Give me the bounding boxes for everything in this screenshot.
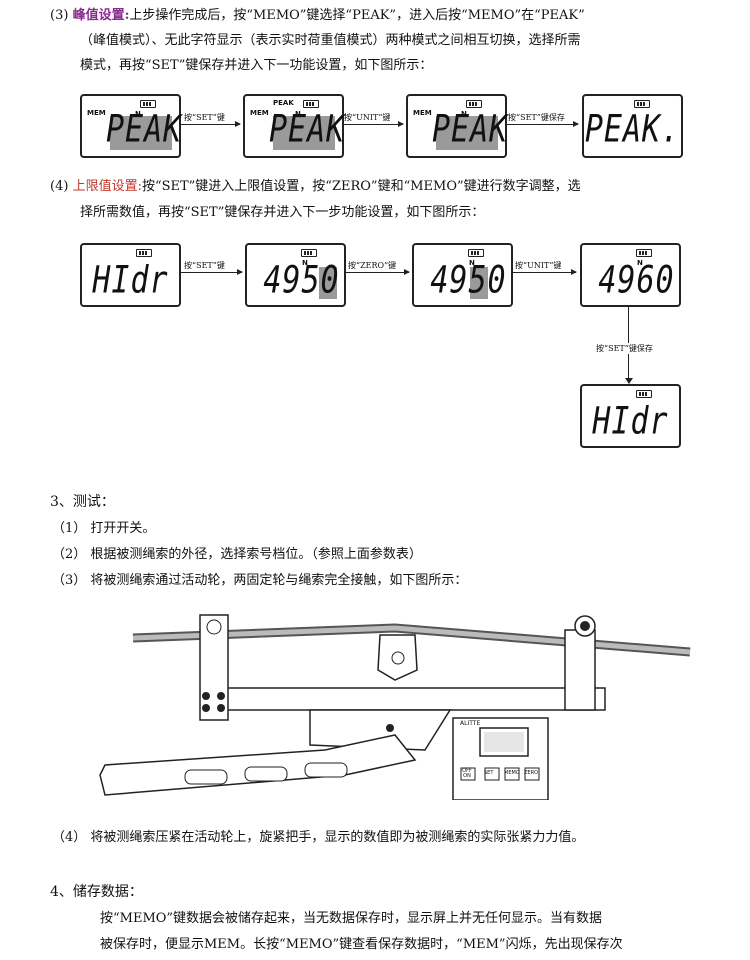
upper-lcd-1: HIdr bbox=[80, 243, 181, 307]
unit-indicator: N bbox=[469, 259, 475, 267]
device-brand: ALITTE bbox=[460, 720, 481, 727]
peak-line2: （峰值模式）、无此字符显示（表示实时荷重值模式）两种模式之间相互切换，选择所需 bbox=[80, 33, 581, 48]
upper-lcd-2: N 4950 bbox=[245, 243, 346, 307]
item-text: 根据被测绳索的外径，选择索号档位。（参照上面参数表） bbox=[90, 547, 422, 562]
unit-indicator: N bbox=[637, 259, 643, 267]
lcd-value: PEAK bbox=[106, 107, 183, 152]
upper-line1: 按“SET”键进入上限值设置，按“ZERO”键和“MEMO”键进行数字调整，选 bbox=[141, 179, 581, 194]
test-heading: 3、测试： bbox=[50, 494, 115, 510]
arrow-3 bbox=[506, 121, 579, 127]
left-wheel bbox=[206, 619, 222, 635]
upper-number: (4) bbox=[50, 179, 69, 194]
storage-heading: 4、储存数据： bbox=[50, 884, 143, 900]
item-number: （2） bbox=[52, 547, 87, 562]
arrow-label-3: 按“SET”键保存 bbox=[508, 113, 565, 122]
arrow-label-5: 按“ZERO”键 bbox=[348, 261, 397, 270]
zero-button bbox=[524, 767, 540, 781]
item-text: 将被测绳索压紧在活动轮上，旋紧把手，显示的数值即为被测绳索的实际张紧力力值。 bbox=[90, 830, 585, 845]
item-text: 将被测绳索通过活动轮，两固定轮与绳索完全接触，如下图所示： bbox=[90, 573, 468, 588]
peak-paragraph: (3) 峰值设置:上步操作完成后，按“MEMO”键选择“PEAK”，进入后按“M… bbox=[50, 4, 585, 28]
battery-icon bbox=[634, 100, 650, 108]
peak-line1: 上步操作完成后，按“MEMO”键选择“PEAK”，进入后按“MEMO”在“PEA… bbox=[129, 8, 585, 23]
set-button-label: SET bbox=[484, 770, 494, 776]
upper-line2: 择所需数值，再按“SET”键保存并进入下一步功能设置，如下图所示： bbox=[80, 205, 485, 220]
battery-icon bbox=[301, 249, 317, 257]
battery-icon bbox=[468, 249, 484, 257]
arrow-down-head bbox=[624, 378, 633, 384]
battery-icon bbox=[136, 249, 152, 257]
peak-title: 峰值设置: bbox=[72, 8, 130, 23]
memo-button-label: MEMO bbox=[504, 770, 520, 776]
peak-lcd-2: MEM PEAK N PEAK bbox=[243, 94, 344, 158]
upper-lcd-4: N 4960 bbox=[580, 243, 681, 307]
arrow-label-2: 按“UNIT”键 bbox=[344, 113, 391, 122]
handle bbox=[99, 734, 417, 796]
peak-lcd-1: MEM N PEAK bbox=[80, 94, 181, 158]
arrow-6 bbox=[512, 269, 577, 275]
power-button bbox=[460, 767, 476, 781]
lcd-value: 4960 bbox=[598, 258, 675, 303]
test-item-1: （1） 打开开关。 bbox=[52, 517, 155, 541]
tension-meter-illustration bbox=[99, 614, 691, 800]
lcd-value: PEAK bbox=[269, 107, 346, 152]
battery-icon bbox=[303, 100, 319, 108]
lcd-value: HIdr bbox=[592, 399, 669, 444]
upper-lcd-5: HIdr bbox=[580, 384, 681, 448]
peak-indicator: PEAK bbox=[273, 99, 294, 107]
lcd-value: PEAK. bbox=[584, 107, 681, 152]
right-post bbox=[564, 629, 596, 711]
arrow-label-1: 按“SET”键 bbox=[184, 113, 225, 122]
test-item-3: （3） 将被测绳索通过活动轮，两固定轮与绳索完全接触，如下图所示： bbox=[52, 569, 467, 593]
mem-indicator: MEM bbox=[250, 109, 269, 117]
storage-line1: 按“MEMO”键数据会被储存起来，当无数据保存时，显示屏上并无任何显示。当有数据 bbox=[100, 911, 603, 926]
battery-icon bbox=[636, 249, 652, 257]
arrow-label-4: 按“SET”键 bbox=[184, 261, 225, 270]
item-number: （4） bbox=[52, 830, 87, 845]
peak-line3: 模式，再按“SET”键保存并进入下一功能设置，如下图所示： bbox=[80, 58, 433, 73]
power-button-label: OFF ON bbox=[462, 768, 472, 779]
arrow-5 bbox=[345, 269, 410, 275]
lcd-value: 4950 bbox=[263, 258, 340, 303]
test-item-4: （4） 将被测绳索压紧在活动轮上，旋紧把手，显示的数值即为被测绳索的实际张紧力力… bbox=[52, 826, 584, 850]
lcd-value: 4950 bbox=[430, 258, 507, 303]
arrow-label-7: 按“SET”键保存 bbox=[596, 343, 653, 354]
zero-button-label: ZERO bbox=[524, 770, 538, 776]
peak-number: (3) bbox=[50, 8, 69, 23]
peak-lcd-3: MEM N PEAK bbox=[406, 94, 507, 158]
item-number: （1） bbox=[52, 521, 87, 536]
arrow-1 bbox=[180, 121, 241, 127]
unit-indicator: N bbox=[461, 110, 467, 118]
set-button bbox=[484, 767, 500, 781]
arrow-2 bbox=[343, 121, 404, 127]
battery-icon bbox=[140, 100, 156, 108]
memo-button bbox=[504, 767, 520, 781]
unit-indicator: N bbox=[135, 110, 141, 118]
arrow-label-6: 按“UNIT”键 bbox=[515, 261, 562, 270]
battery-icon bbox=[636, 390, 652, 398]
item-number: （3） bbox=[52, 573, 87, 588]
upper-title: 上限值设置: bbox=[72, 179, 142, 194]
lcd-value: HIdr bbox=[92, 258, 169, 303]
item-text: 打开开关。 bbox=[90, 521, 156, 536]
storage-line2: 被保存时，便显示MEM。长按“MEMO”键查看保存数据时，“MEM”闪烁，先出现… bbox=[100, 937, 623, 952]
peak-lcd-4: PEAK. bbox=[582, 94, 683, 158]
mem-indicator: MEM bbox=[87, 109, 106, 117]
unit-indicator: N bbox=[295, 110, 301, 118]
arrow-4 bbox=[180, 269, 243, 275]
test-item-2: （2） 根据被测绳索的外径，选择索号档位。（参照上面参数表） bbox=[52, 543, 422, 567]
mem-indicator: MEM bbox=[413, 109, 432, 117]
unit-indicator: N bbox=[302, 259, 308, 267]
upper-paragraph: (4) 上限值设置:按“SET”键进入上限值设置，按“ZERO”键和“MEMO”… bbox=[50, 175, 581, 199]
lcd-value: PEAK bbox=[432, 107, 509, 152]
battery-icon bbox=[466, 100, 482, 108]
frame-bar bbox=[224, 687, 606, 711]
upper-lcd-3: N 4950 bbox=[412, 243, 513, 307]
